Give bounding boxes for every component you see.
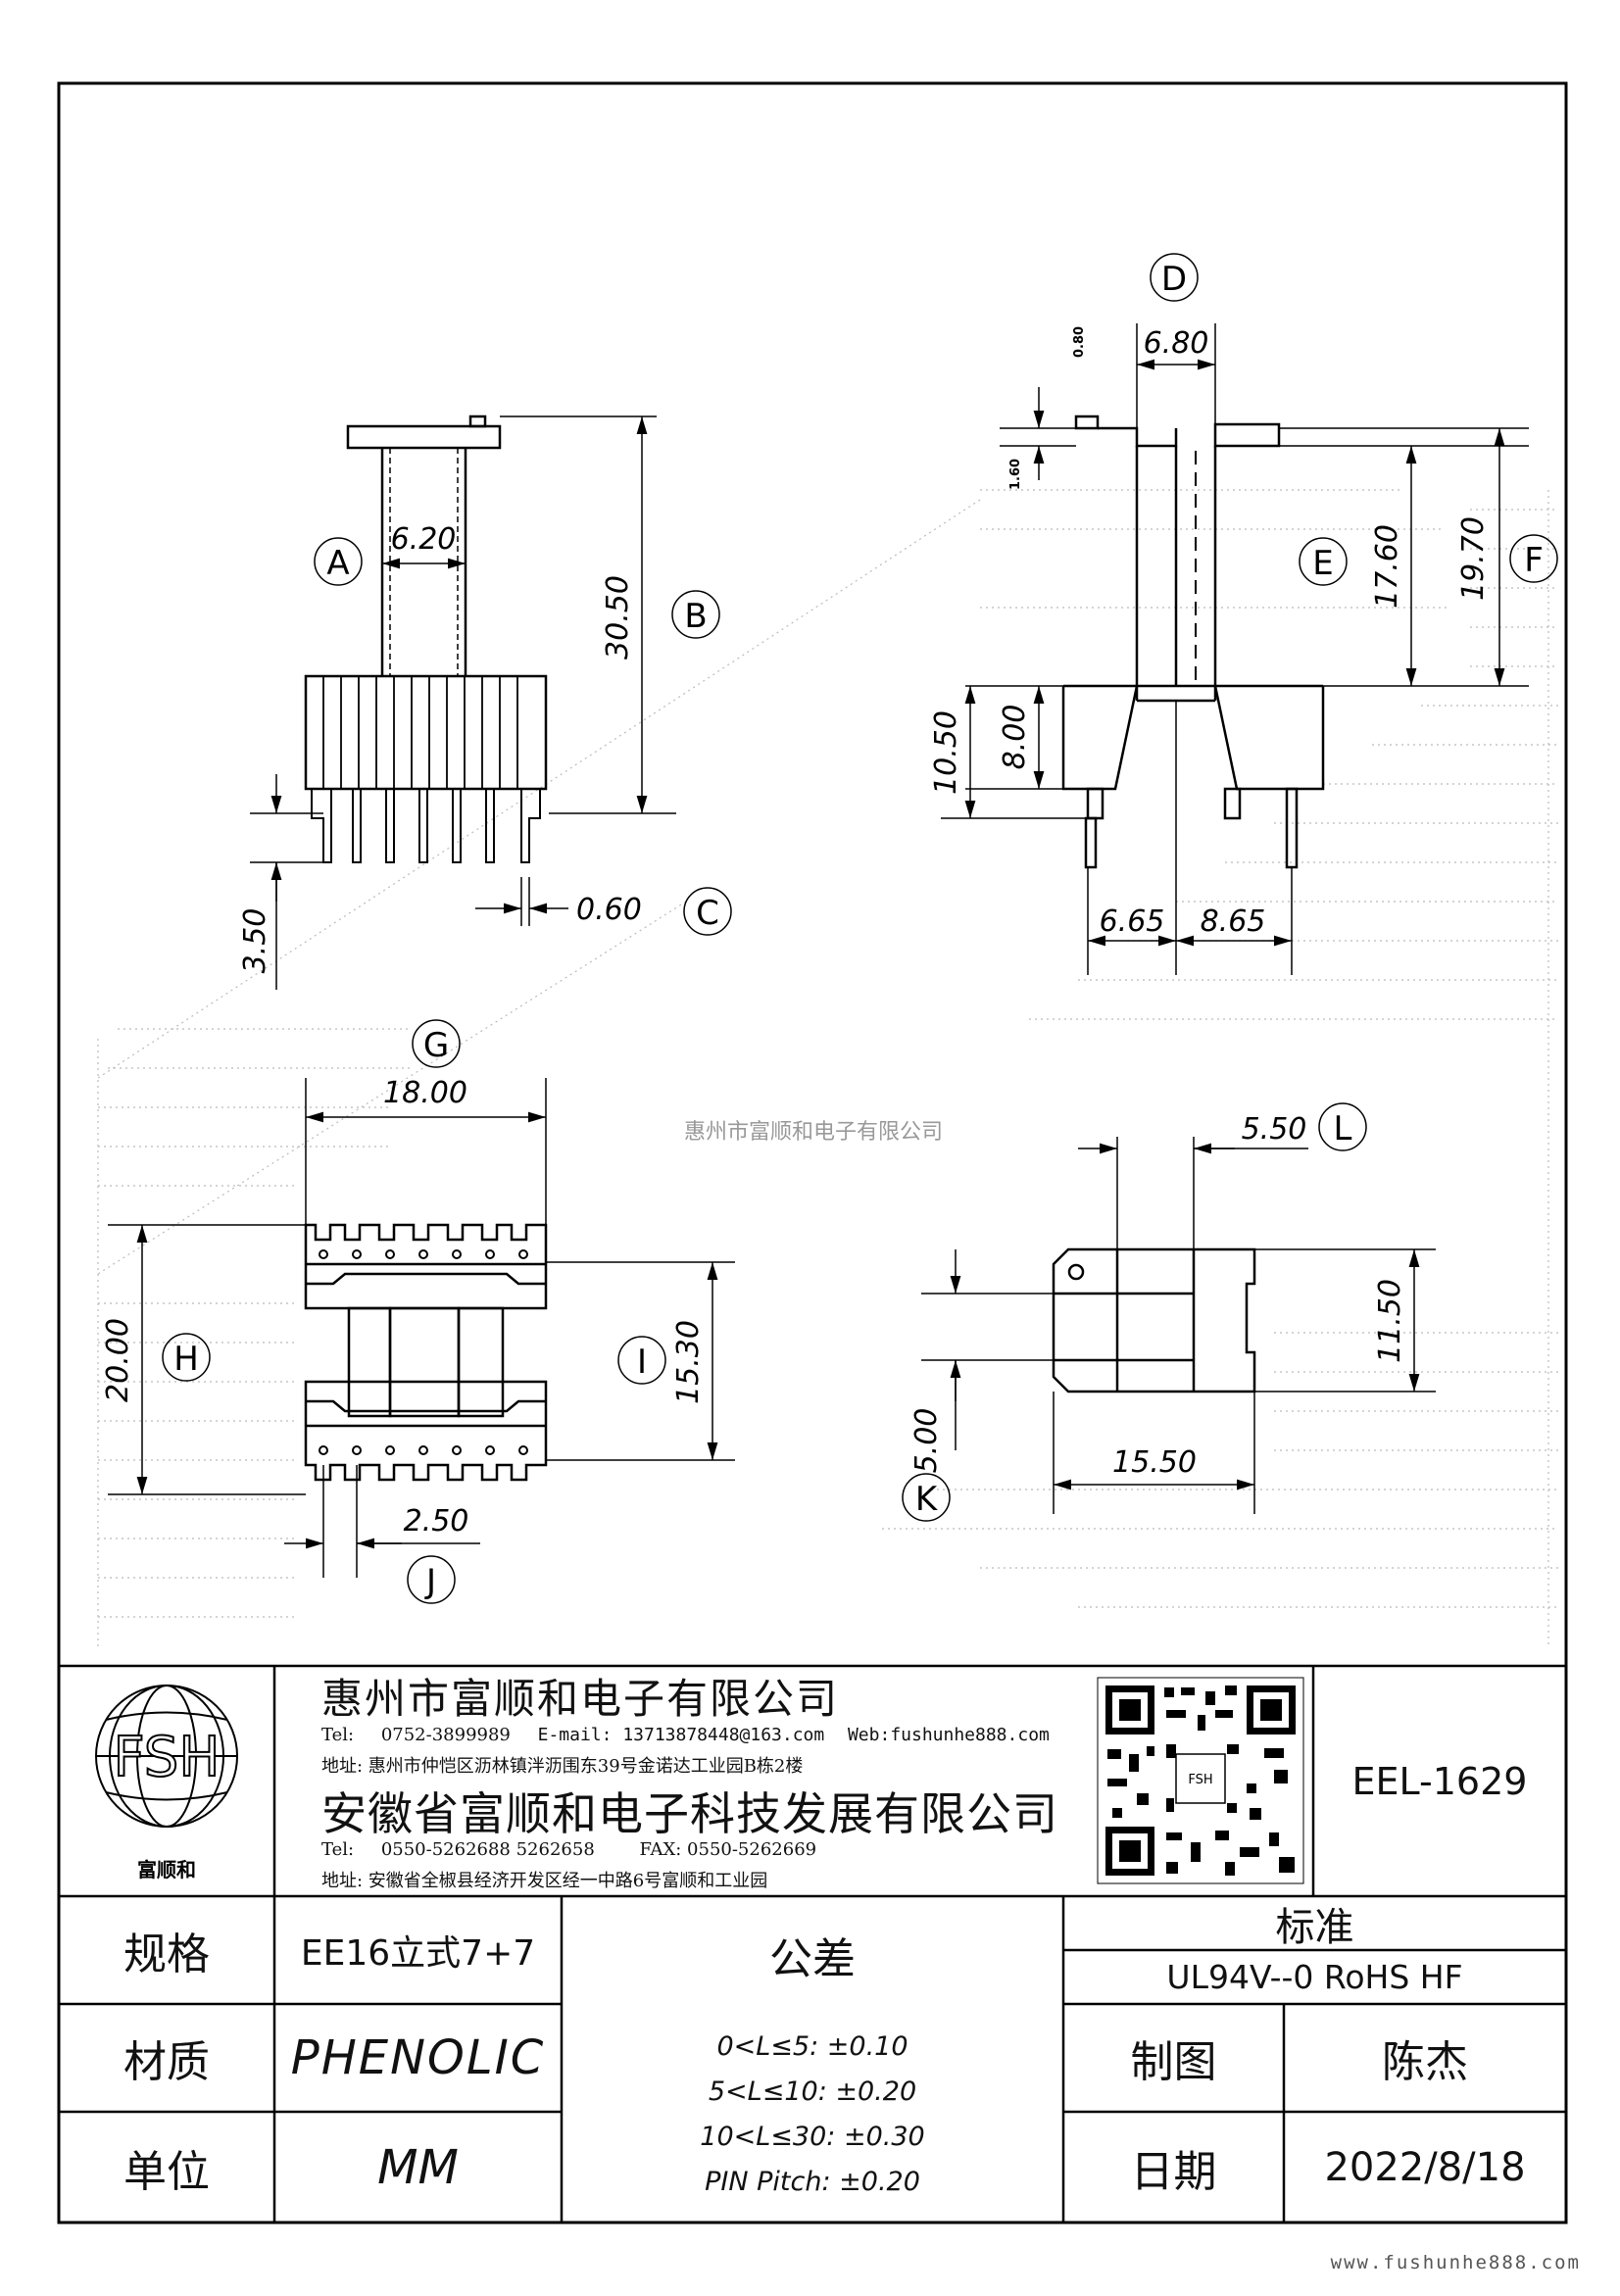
date-value: 2022/8/18 <box>1324 2144 1526 2190</box>
tolerance-2: 5<L≤10: ±0.20 <box>708 2076 917 2107</box>
dim-small-1: 0.80 <box>1072 326 1087 358</box>
contact-line-1: Tel: 0752-3899989 E-mail: 13713878448@16… <box>321 1725 1050 1745</box>
dim-a-width: 6.20 <box>391 522 457 557</box>
address-1: 地址: 惠州市仲恺区沥林镇泮沥围东39号金诺达工业园B栋2楼 <box>321 1756 804 1777</box>
view-g-labels: G 18.00 20.00 H I 15.30 2.50 J <box>101 1026 706 1601</box>
dim-pin-diameter: 0.60 <box>576 893 642 927</box>
view-d-side <box>1061 415 1325 869</box>
label-f: F <box>1524 541 1544 580</box>
dim-l-bottom-width: 15.50 <box>1112 1445 1197 1480</box>
view-l-end <box>1052 1247 1256 1393</box>
dim-d-width: 6.80 <box>1144 326 1209 361</box>
dim-l-height: 11.50 <box>1373 1279 1407 1363</box>
label-l: L <box>1334 1109 1352 1148</box>
label-c: C <box>696 894 719 933</box>
view-l-dimensions <box>902 1102 1436 1522</box>
dim-k: 5.00 <box>909 1408 944 1474</box>
label-h: H <box>173 1340 199 1379</box>
tolerance-pin-pitch: PIN Pitch: ±0.20 <box>705 2166 920 2197</box>
dim-pin-left: 6.65 <box>1100 904 1165 939</box>
dim-pin-length: 3.50 <box>238 908 272 974</box>
tel-2: 0550-5262688 5262658 <box>380 1839 595 1860</box>
website[interactable]: Web:fushunhe888.com <box>847 1725 1050 1745</box>
qr-center-logo: FSH <box>1188 1773 1212 1787</box>
tel-1: 0752-3899989 <box>380 1725 511 1745</box>
dim-l-width: 5.50 <box>1242 1112 1307 1147</box>
view-g-top <box>304 1223 548 1482</box>
tolerance-3: 10<L≤30: ±0.30 <box>700 2121 925 2152</box>
dim-base-inner: 8.00 <box>998 705 1032 770</box>
view-g-pin-holes <box>319 1249 528 1455</box>
dim-h-height: 20.00 <box>101 1318 135 1402</box>
dim-pin-right: 8.65 <box>1201 904 1266 939</box>
view-a-labels: A 6.20 30.50 B 3.50 0.60 C <box>238 522 719 973</box>
dim-f-height: 19.70 <box>1456 516 1491 601</box>
footer-url[interactable]: www.fushunhe888.com <box>1330 2252 1581 2273</box>
tolerance-label: 公差 <box>769 1934 856 1984</box>
company-name-anhui: 安徽省富顺和电子科技发展有限公司 <box>321 1787 1058 1840</box>
contact-line-2: Tel: 0550-5262688 5262658 FAX: 0550-5262… <box>321 1839 816 1860</box>
tel-2-label: Tel: <box>321 1839 355 1860</box>
tolerance-1: 0<L≤5: ±0.10 <box>716 2030 908 2062</box>
title-block-grid <box>59 1664 1566 2223</box>
globe-logo-icon <box>95 1685 238 1828</box>
drawn-value: 陈杰 <box>1382 2037 1468 2087</box>
qr-code-icon <box>1097 1677 1304 1884</box>
label-k: K <box>915 1480 939 1519</box>
spec-label: 规格 <box>123 1930 210 1979</box>
label-e: E <box>1312 544 1333 583</box>
dim-small-2: 1.60 <box>1008 459 1023 490</box>
dim-e-height: 17.60 <box>1370 524 1404 609</box>
view-l-labels: 5.50 L 11.50 15.50 5.00 K <box>909 1109 1407 1519</box>
label-g: G <box>423 1026 449 1065</box>
material-label: 材质 <box>123 2037 210 2087</box>
unit-label: 单位 <box>123 2146 210 2197</box>
view-d-labels: D 6.80 0.80 1.60 E 17.60 19.70 F 10.50 8… <box>929 260 1544 939</box>
part-number: EEL-1629 <box>1351 1759 1528 1803</box>
label-b: B <box>684 597 707 636</box>
logo-letters: FSH <box>114 1726 221 1789</box>
unit-value: MM <box>377 2139 459 2195</box>
fax: FAX: 0550-5262669 <box>639 1839 817 1860</box>
address-2: 地址: 安徽省全椒县经济开发区经一中路6号富顺和工业园 <box>321 1871 768 1891</box>
logo-caption: 富顺和 <box>137 1858 196 1881</box>
dim-base-outer: 10.50 <box>929 710 963 795</box>
label-j: J <box>424 1562 436 1601</box>
label-i: I <box>637 1343 647 1382</box>
date-label: 日期 <box>1130 2146 1217 2197</box>
label-d: D <box>1161 260 1187 299</box>
dim-i-height: 15.30 <box>671 1320 706 1404</box>
tel-1-label: Tel: <box>321 1725 355 1745</box>
company-name-huizhou: 惠州市富顺和电子有限公司 <box>321 1675 840 1723</box>
view-d-dimensions <box>941 253 1558 975</box>
material-value: PHENOLIC <box>290 2030 546 2085</box>
sheet-border <box>57 81 1568 2224</box>
label-a: A <box>326 544 349 583</box>
standard-label: 标准 <box>1275 1904 1354 1950</box>
dim-g-width: 18.00 <box>383 1076 467 1110</box>
watermark-text: 惠州市富顺和电子有限公司 <box>684 1120 943 1145</box>
standard-value: UL94V--0 RoHS HF <box>1166 1958 1463 1996</box>
background-guides <box>97 489 1558 1646</box>
drawn-label: 制图 <box>1130 2037 1217 2087</box>
view-a-front <box>304 415 548 863</box>
dim-b-height: 30.50 <box>601 575 635 659</box>
view-a-dimensions <box>250 415 732 990</box>
dim-j-pitch: 2.50 <box>404 1504 469 1539</box>
view-g-dimensions <box>108 1019 735 1604</box>
email: E-mail: 13713878448@163.com <box>537 1725 825 1745</box>
spec-value: EE16立式7+7 <box>300 1933 536 1974</box>
